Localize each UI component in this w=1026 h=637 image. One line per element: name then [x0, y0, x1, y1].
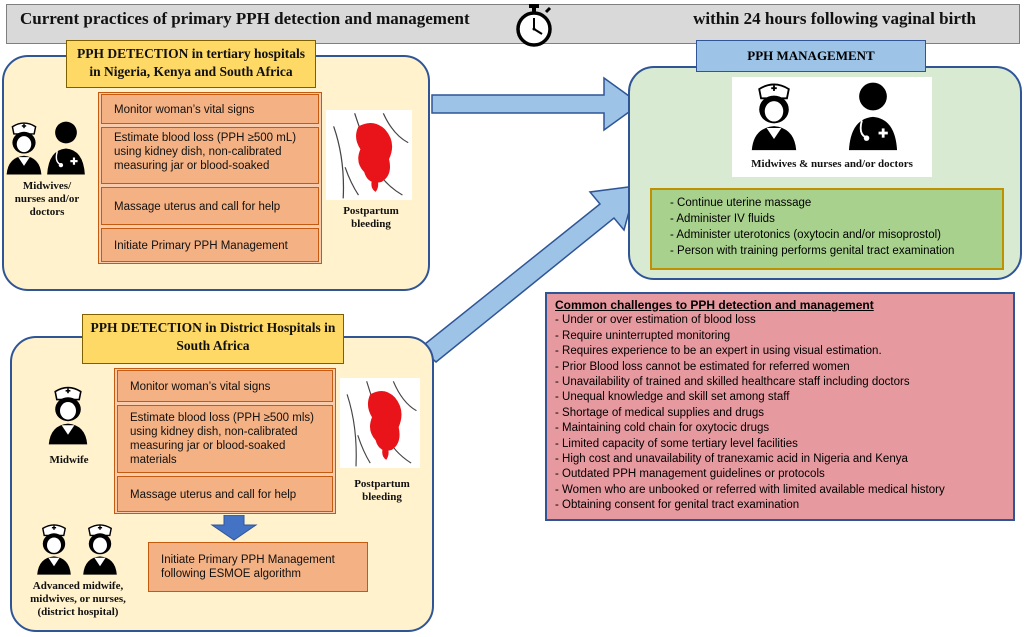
nurse-icon — [742, 78, 806, 152]
management-title: PPH MANAGEMENT — [696, 40, 926, 72]
nurse-icon — [44, 380, 92, 448]
district-staff-caption: Advanced midwife, midwives, or nurses, (… — [22, 580, 134, 619]
tertiary-step-vitals: Monitor woman’s vital signs — [101, 94, 319, 124]
challenge-item: - Obtaining consent for genital tract ex… — [555, 499, 800, 512]
district-step-initiate-esmoe: Initiate Primary PPH Management followin… — [148, 542, 368, 592]
district-step-massage: Massage uterus and call for help — [117, 476, 333, 512]
tertiary-title-line2: in Nigeria, Kenya and South Africa — [89, 64, 293, 79]
challenge-item: - Unequal knowledge and skill set among … — [555, 391, 790, 404]
nurse-icon — [30, 520, 78, 576]
caption-line: bleeding — [351, 218, 391, 230]
caption-line: nurses and/or — [14, 193, 80, 205]
step-text: Monitor woman’s vital signs — [114, 104, 255, 116]
challenge-item: - Unavailability of trained and skilled … — [555, 376, 910, 389]
step-text: Initiate Primary PPH Management — [114, 240, 288, 252]
district-step-estimate: Estimate blood loss (PPH ≥500 mls) using… — [117, 405, 333, 473]
down-arrow-icon — [210, 515, 258, 541]
challenge-item: - High cost and unavailability of tranex… — [555, 453, 908, 466]
tertiary-step-initiate: Initiate Primary PPH Management — [101, 228, 319, 262]
arrow-tertiary-to-management — [431, 76, 642, 132]
caption-line: Midwives/ — [22, 180, 72, 192]
challenge-item: - Prior Blood loss cannot be estimated f… — [555, 360, 850, 373]
tertiary-step-estimate: Estimate blood loss (PPH ≥500 mL) using … — [101, 127, 319, 184]
challenges-box: Common challenges to PPH detection and m… — [545, 292, 1015, 521]
postpartum-bleeding-image — [326, 110, 412, 200]
caption-line: (district hospital) — [37, 606, 119, 618]
challenge-item: - Outdated PPH management guidelines or … — [555, 468, 825, 481]
management-actions-list: - Continue uterine massage - Administer … — [650, 188, 1004, 270]
doctor-icon — [838, 78, 908, 152]
management-item: - Continue uterine massage — [670, 197, 812, 209]
tertiary-title-line1: PPH DETECTION in tertiary hospitals — [76, 46, 305, 61]
management-item: - Person with training performs genital … — [670, 245, 955, 257]
challenge-item: - Require uninterrupted monitoring — [555, 329, 731, 342]
header-title-right: within 24 hours following vaginal birth — [693, 9, 976, 28]
step-text: Monitor woman’s vital signs — [130, 381, 271, 393]
district-midwife-caption: Midwife — [49, 454, 89, 466]
step-text: materials — [130, 454, 177, 466]
management-item: - Administer uterotonics (oxytocin and/o… — [670, 229, 941, 241]
step-text: Massage uterus and call for help — [114, 201, 281, 213]
district-title-box: PPH DETECTION in District Hospitals in S… — [82, 314, 344, 364]
tertiary-title-box: PPH DETECTION in tertiary hospitals in N… — [66, 40, 316, 88]
step-text: Estimate blood loss (PPH ≥500 mL) — [114, 132, 297, 144]
step-text: Estimate blood loss (PPH ≥500 mls) — [130, 412, 314, 424]
caption-line: Advanced midwife, — [32, 580, 124, 592]
nurse-icon — [2, 118, 46, 176]
step-text: measuring jar or blood-soaked — [130, 440, 286, 452]
district-step-vitals: Monitor woman’s vital signs — [117, 370, 333, 402]
caption-line: bleeding — [362, 491, 402, 503]
challenge-item: - Limited capacity of some tertiary leve… — [555, 437, 798, 450]
district-title-line2: South Africa — [176, 338, 250, 353]
nurse-icon — [76, 520, 124, 576]
step-text: using kidney dish, non-calibrated — [114, 146, 282, 158]
step-text: using kidney dish, non-calibrated — [130, 426, 298, 438]
step-text: measuring jar or blood-soaked — [114, 160, 270, 172]
caption-line: Postpartum — [354, 478, 410, 490]
tertiary-bleeding-caption: Postpartum bleeding — [328, 205, 414, 231]
header-bar — [6, 4, 1020, 44]
caption-line: doctors — [29, 206, 65, 218]
postpartum-bleeding-image — [340, 378, 420, 468]
stopwatch-icon — [516, 4, 552, 47]
step-text: Initiate Primary PPH Management — [161, 554, 335, 566]
management-item: - Administer IV fluids — [670, 213, 775, 225]
doctor-icon — [44, 118, 88, 176]
district-bleeding-caption: Postpartum bleeding — [340, 478, 424, 504]
tertiary-staff-caption: Midwives/ nurses and/or doctors — [4, 180, 90, 219]
step-text: Massage uterus and call for help — [130, 489, 297, 501]
district-title-line1: PPH DETECTION in District Hospitals in — [90, 320, 336, 335]
challenge-item: - Requires experience to be an expert in… — [555, 345, 882, 358]
challenge-item: - Women who are unbooked or referred wit… — [555, 483, 945, 496]
challenge-item: - Maintaining cold chain for oxytocic dr… — [555, 422, 770, 435]
step-text: following ESMOE algorithm — [161, 568, 301, 580]
challenge-item: - Under or over estimation of blood loss — [555, 314, 756, 327]
tertiary-step-massage: Massage uterus and call for help — [101, 187, 319, 225]
challenge-item: - Shortage of medical supplies and drugs — [555, 406, 765, 419]
management-staff-caption: Midwives & nurses and/or doctors — [751, 158, 913, 170]
caption-line: Postpartum — [343, 205, 399, 217]
caption-line: midwives, or nurses, — [30, 593, 126, 605]
challenges-title: Common challenges to PPH detection and m… — [555, 298, 874, 312]
header-title-left: Current practices of primary PPH detecti… — [20, 9, 470, 28]
